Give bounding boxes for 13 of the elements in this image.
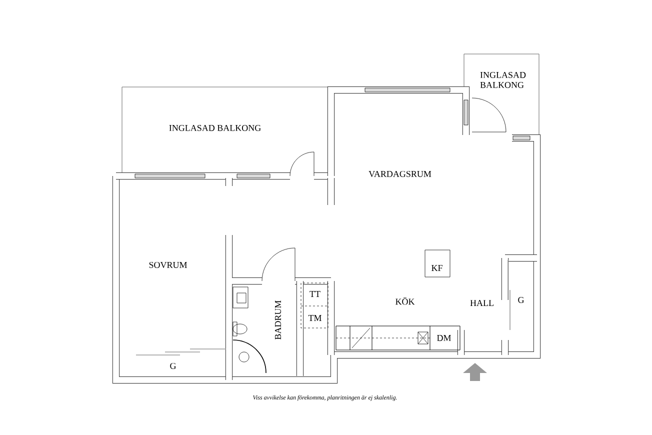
appliance-label: TM — [308, 315, 322, 321]
appliance-label: KF — [432, 265, 442, 271]
room-label: HALL — [470, 300, 494, 306]
room-label: INGLASAD BALKONG — [169, 124, 261, 132]
room-label: KÖK — [396, 297, 415, 305]
appliance-label: DM — [437, 335, 451, 341]
room-label: INGLASAD BALKONG — [480, 72, 526, 88]
appliance-label: TT — [310, 291, 320, 297]
room-label: G — [170, 362, 176, 370]
room-label: G — [518, 296, 524, 304]
room-label: BADRUM — [275, 300, 282, 340]
room-label: SOVRUM — [149, 262, 187, 268]
room-label: VARDAGSRUM — [368, 170, 432, 178]
